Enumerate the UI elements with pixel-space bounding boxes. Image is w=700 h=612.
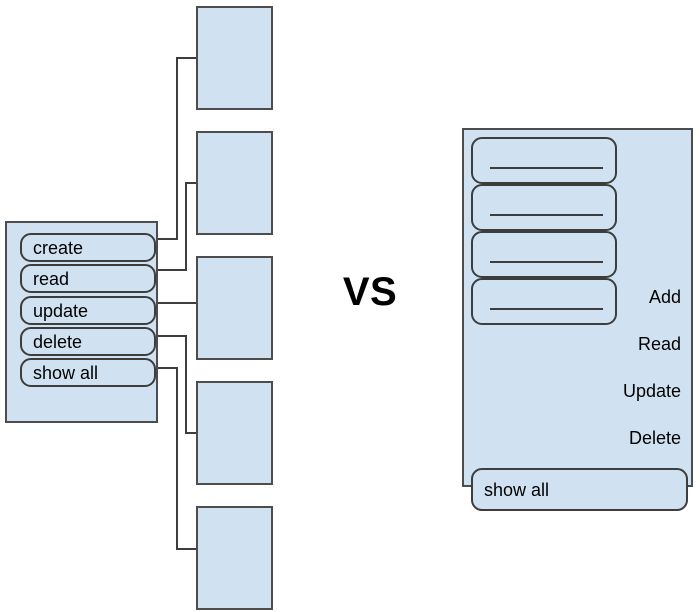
menu-item-delete-label: delete (33, 331, 83, 352)
screen-box-read[interactable] (196, 131, 273, 235)
connector-showall (158, 367, 196, 550)
menu-item-read[interactable]: read (20, 264, 156, 293)
screen-box-create[interactable] (196, 6, 273, 110)
connector-create (158, 57, 196, 240)
form-panel: Add Read Update Delete show all (462, 128, 693, 511)
screen-box-update[interactable] (196, 256, 273, 360)
connector-delete (158, 335, 196, 434)
menu-item-read-label: read (33, 268, 70, 289)
form-field-add[interactable] (471, 137, 617, 184)
menu-item-update[interactable]: update (20, 296, 156, 325)
versus-label: VS (342, 270, 398, 314)
menu-panel: create read update delete show all (5, 221, 158, 423)
form-field-read-underline (490, 214, 603, 216)
menu-item-delete[interactable]: delete (20, 327, 156, 356)
menu-item-create[interactable]: create (20, 233, 156, 262)
form-field-delete[interactable] (471, 278, 617, 325)
form-field-delete-caption: Delete (628, 428, 681, 448)
form-field-add-underline (490, 167, 603, 169)
form-field-update-underline (490, 261, 603, 263)
form-field-add-caption: Add (648, 287, 681, 307)
form-field-update[interactable] (471, 231, 617, 278)
form-field-update-caption: Update (622, 381, 681, 401)
menu-item-create-label: create (33, 237, 84, 258)
menu-item-show-all-label: show all (33, 362, 99, 383)
form-field-delete-underline (490, 308, 603, 310)
form-show-all-label: show all (484, 479, 550, 500)
screen-box-delete[interactable] (196, 381, 273, 485)
form-show-all-button[interactable]: show all (471, 468, 688, 511)
form-field-read[interactable] (471, 184, 617, 231)
menu-item-show-all[interactable]: show all (20, 358, 156, 387)
menu-item-update-label: update (33, 300, 89, 321)
form-field-read-caption: Read (637, 334, 681, 354)
connector-read (158, 182, 196, 271)
screen-box-show-all[interactable] (196, 506, 273, 610)
